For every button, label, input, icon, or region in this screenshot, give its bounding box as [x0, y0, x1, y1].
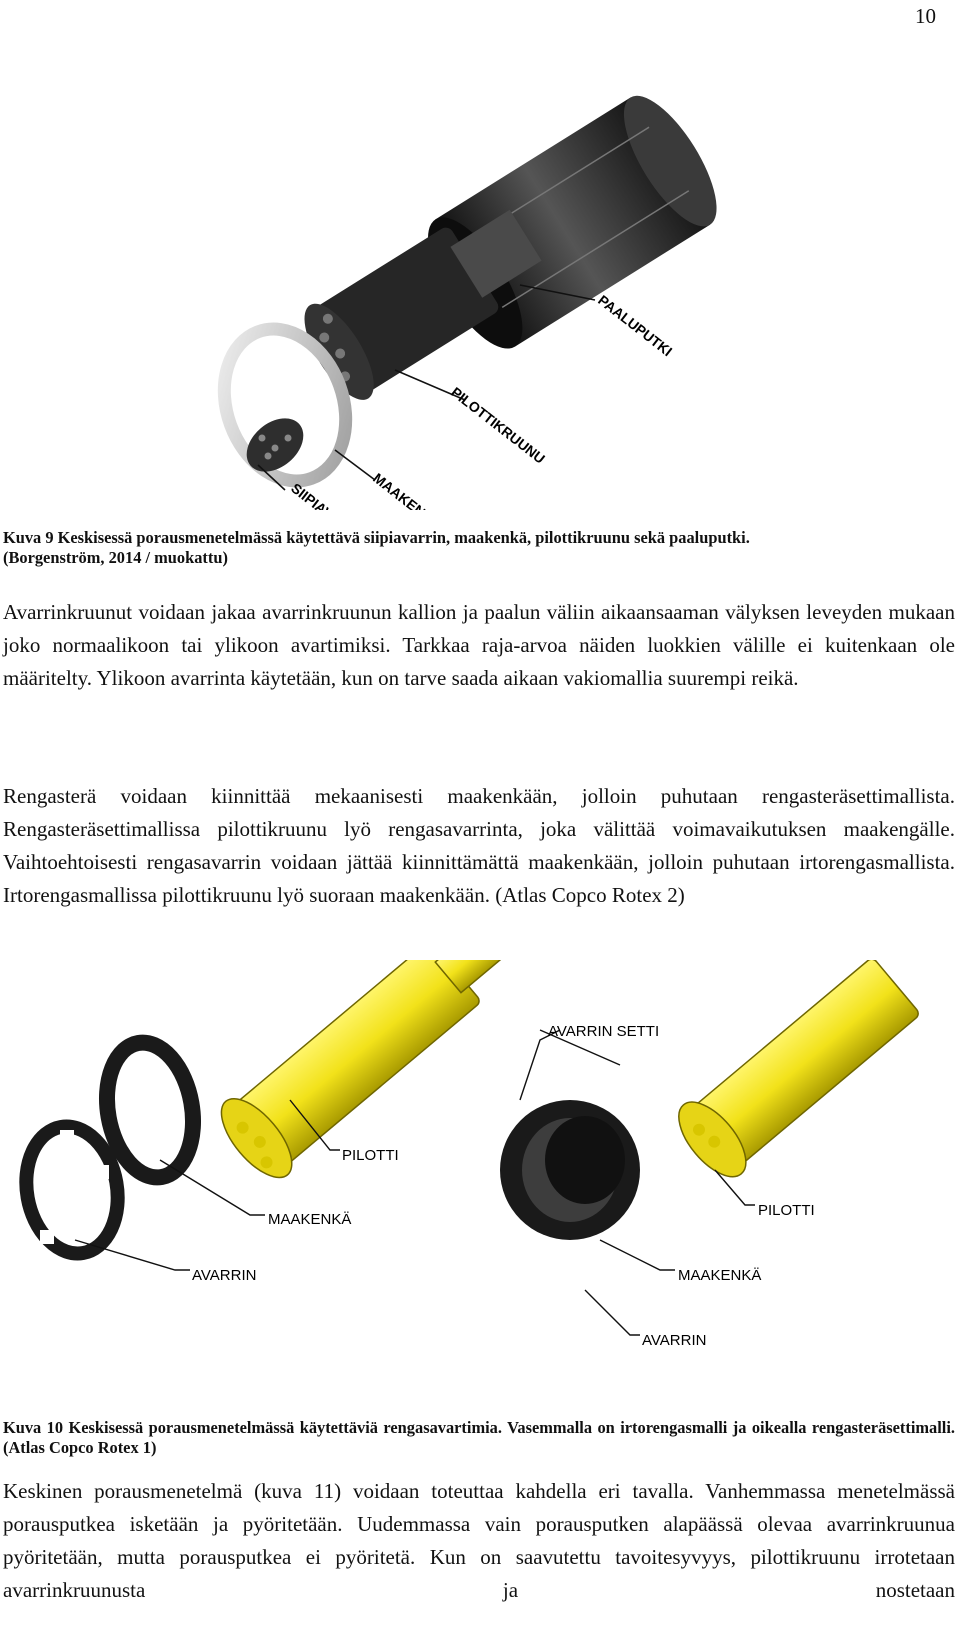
body-paragraph-3: Keskinen porausmenetelmä (kuva 11) voida… — [3, 1479, 955, 1602]
body-paragraph-1: Avarrinkruunut voidaan jakaa avarrinkruu… — [3, 600, 955, 690]
label-paaluputki: PAALUPUTKI — [595, 292, 675, 360]
page-number: 10 — [915, 4, 936, 28]
figure-1-caption: Kuva 9 Keskisessä porausmenetelmässä käy… — [3, 528, 955, 568]
left-pilot-shape — [220, 960, 508, 1179]
label-pilottikruunu: PILOTTIKRUUNU — [448, 384, 548, 467]
left-avarrin-ring — [19, 1119, 125, 1261]
label-maakenka-left: MAAKENKÄ — [268, 1211, 351, 1228]
right-avarrin-setti-ring — [500, 1100, 640, 1240]
label-siipiavarrin: SIIPIAVARRIN — [288, 480, 370, 510]
figure-1-drill-assembly: PAALUPUTKI PILOTTIKRUUNU MAAKENKÄ SIIPIA… — [217, 95, 717, 510]
body-paragraph-2: Rengasterä voidaan kiinnittää mekaanises… — [3, 784, 955, 907]
figure-1-caption-line1: Kuva 9 Keskisessä porausmenetelmässä käy… — [3, 528, 750, 547]
label-avarrin-right: AVARRIN — [642, 1332, 706, 1349]
figure-2-ring-reamers: AVARRIN SETTI PILOTTI MAAKENKÄ AVARRIN P… — [19, 960, 919, 1349]
left-maakenka-ring — [98, 1034, 202, 1186]
label-maakenka: MAAKENKÄ — [370, 470, 444, 510]
label-maakenka-right: MAAKENKÄ — [678, 1267, 761, 1284]
reamer-ring-shape — [217, 322, 353, 488]
figure-2-caption: Kuva 10 Keskisessä porausmenetelmässä kä… — [3, 1418, 955, 1457]
figure-1-caption-line2: (Borgenström, 2014 / muokattu) — [3, 548, 228, 567]
right-pilot-shape — [678, 960, 919, 1178]
label-avarrin-left: AVARRIN — [192, 1267, 256, 1284]
label-avarrin-setti: AVARRIN SETTI — [548, 1023, 659, 1040]
label-pilotti-right: PILOTTI — [758, 1202, 815, 1219]
label-pilotti-left: PILOTTI — [342, 1147, 399, 1164]
